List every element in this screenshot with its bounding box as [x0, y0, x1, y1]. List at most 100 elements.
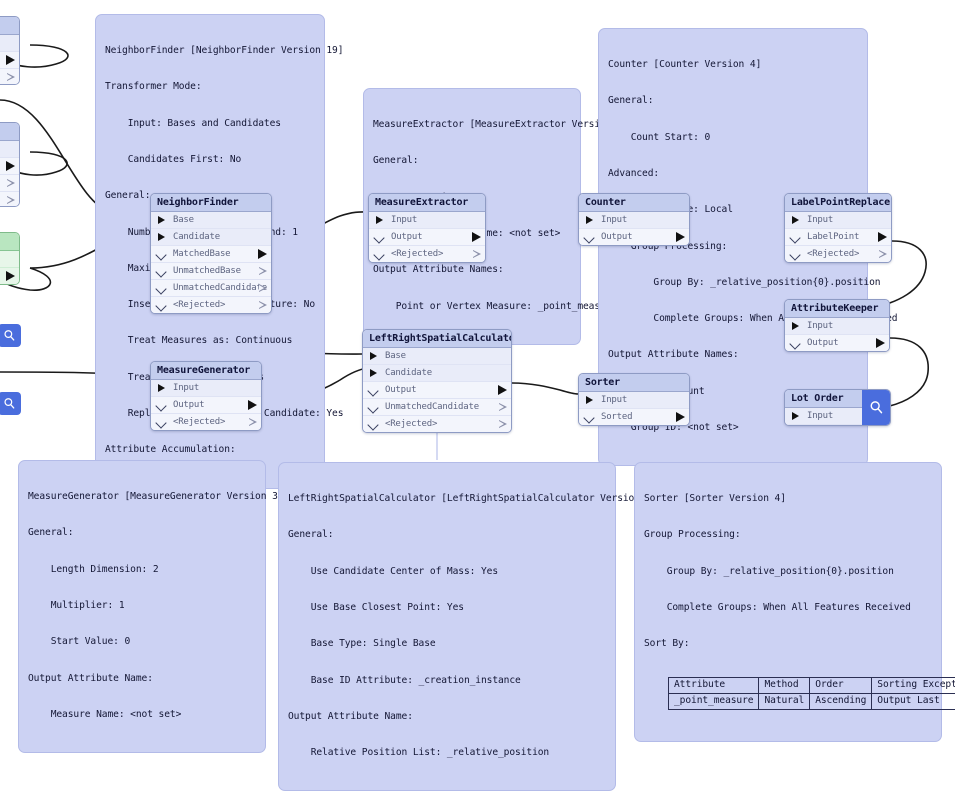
magnifier-icon: [869, 400, 884, 415]
port-matchedbase[interactable]: MatchedBase: [151, 246, 271, 263]
node-labelpointreplacer[interactable]: LabelPointReplacer Input LabelPoint <Rej…: [784, 193, 892, 263]
port-rejected[interactable]: <Rejected>: [363, 416, 511, 432]
edge-node-port[interactable]: [0, 52, 19, 69]
node-measureextractor[interactable]: MeasureExtractor Input Output <Rejected>: [368, 193, 486, 263]
edge-node-port[interactable]: [0, 175, 19, 192]
annotation-line: Relative Position List: _relative_positi…: [288, 747, 606, 759]
port-output[interactable]: Output: [369, 229, 485, 246]
edge-node-port[interactable]: [0, 35, 19, 52]
node-attributekeeper[interactable]: AttributeKeeper Input Output: [784, 299, 890, 352]
annotation-line: Count Start: 0: [608, 132, 858, 144]
output-triangle-hollow-icon: [7, 73, 15, 81]
annotation-leftrightspatialcalculator[interactable]: LeftRightSpatialCalculator [LeftRightSpa…: [278, 462, 616, 791]
port-label: Input: [807, 411, 833, 421]
edge-node-port[interactable]: [0, 141, 19, 158]
port-label: <Rejected>: [807, 249, 859, 259]
port-input[interactable]: Input: [579, 392, 689, 409]
table-cell: Natural: [759, 693, 810, 709]
edge-node-header: [0, 233, 19, 251]
output-triangle-hollow-icon: [7, 196, 15, 204]
annotation-line: Measure Name: <not set>: [28, 709, 256, 721]
chevron-down-icon: [367, 385, 378, 396]
edge-node-middle[interactable]: [0, 122, 20, 207]
annotation-line: Point or Vertex Measure: _point_measure: [373, 301, 571, 313]
port-input[interactable]: Input: [579, 212, 689, 229]
input-triangle-icon: [586, 216, 593, 224]
table-cell: _point_measure: [669, 693, 759, 709]
edge-node-port[interactable]: [0, 251, 19, 268]
port-candidate[interactable]: Candidate: [363, 365, 511, 382]
node-neighborfinder[interactable]: NeighborFinder Base Candidate MatchedBas…: [150, 193, 272, 314]
port-unmatchedbase[interactable]: UnmatchedBase: [151, 263, 271, 280]
port-output[interactable]: Output: [363, 382, 511, 399]
port-base[interactable]: Base: [363, 348, 511, 365]
lot-order-magnifier-button[interactable]: [862, 390, 890, 425]
node-leftrightspatialcalculator[interactable]: LeftRightSpatialCalculator Base Candidat…: [362, 329, 512, 433]
zoom-chip-upper[interactable]: [0, 324, 21, 347]
edge-node-port[interactable]: [0, 69, 19, 85]
port-input[interactable]: Input: [785, 318, 889, 335]
port-candidate[interactable]: Candidate: [151, 229, 271, 246]
port-label: UnmatchedCandidate: [385, 402, 479, 412]
port-rejected[interactable]: <Rejected>: [151, 414, 261, 430]
zoom-chip-lower[interactable]: [0, 392, 21, 415]
port-input[interactable]: Input: [369, 212, 485, 229]
input-triangle-icon: [158, 233, 165, 241]
workflow-canvas[interactable]: NeighborFinder [NeighborFinder Version 1…: [0, 0, 955, 591]
annotation-sorter[interactable]: Sorter [Sorter Version 4] Group Processi…: [634, 462, 942, 742]
port-output[interactable]: Output: [151, 397, 261, 414]
chevron-down-icon: [789, 232, 800, 243]
port-rejected[interactable]: <Rejected>: [369, 246, 485, 262]
annotation-line: MeasureExtractor [MeasureExtractor Versi…: [373, 119, 571, 131]
output-triangle-hollow-icon: [499, 403, 507, 411]
port-label: Input: [807, 321, 833, 331]
port-input[interactable]: Input: [785, 212, 891, 229]
port-base[interactable]: Base: [151, 212, 271, 229]
port-output[interactable]: Output: [785, 335, 889, 351]
node-title: Sorter: [579, 374, 689, 392]
edge-node-green[interactable]: [0, 232, 20, 285]
annotation-line: Output Attribute Names:: [373, 264, 571, 276]
port-sorted[interactable]: Sorted: [579, 409, 689, 425]
table-cell: Ascending: [810, 693, 872, 709]
output-triangle-hollow-icon: [499, 420, 507, 428]
port-unmatchedcandidate[interactable]: UnmatchedCandidate: [363, 399, 511, 416]
node-title: AttributeKeeper: [785, 300, 889, 318]
annotation-line: Group By: _relative_position{0}.position: [644, 566, 932, 578]
edge-node-top[interactable]: [0, 16, 20, 85]
table-header-cell: Attribute: [669, 677, 759, 693]
chevron-down-icon: [583, 412, 594, 423]
port-label: Input: [807, 215, 833, 225]
chevron-down-icon: [789, 249, 800, 260]
port-label: Output: [173, 400, 204, 410]
port-rejected[interactable]: <Rejected>: [785, 246, 891, 262]
edge-node-port[interactable]: [0, 192, 19, 207]
port-input[interactable]: Input: [151, 380, 261, 397]
edge-node-port[interactable]: [0, 158, 19, 175]
node-measuregenerator[interactable]: MeasureGenerator Input Output <Rejected>: [150, 361, 262, 431]
annotation-line: General:: [28, 527, 256, 539]
output-triangle-hollow-icon: [259, 301, 267, 309]
annotation-line: Sorter [Sorter Version 4]: [644, 493, 932, 505]
annotation-measuregenerator[interactable]: MeasureGenerator [MeasureGenerator Versi…: [18, 460, 266, 753]
port-unmatchedcandidate[interactable]: UnmatchedCandidate: [151, 280, 271, 297]
chevron-down-icon: [789, 338, 800, 349]
port-label: <Rejected>: [391, 249, 443, 259]
node-counter[interactable]: Counter Input Output: [578, 193, 690, 246]
edge-node-port[interactable]: [0, 268, 19, 284]
port-rejected[interactable]: <Rejected>: [151, 297, 271, 313]
port-label: Output: [385, 385, 416, 395]
port-output[interactable]: Output: [579, 229, 689, 245]
input-triangle-icon: [370, 369, 377, 377]
annotation-line: Attribute Accumulation:: [105, 444, 315, 456]
output-triangle-icon: [6, 55, 15, 65]
table-header-cell: Order: [810, 677, 872, 693]
port-label: Candidate: [173, 232, 220, 242]
port-label: <Rejected>: [173, 300, 225, 310]
sorter-sort-by-table: Attribute Method Order Sorting Exception…: [668, 677, 955, 710]
node-title: MeasureGenerator: [151, 362, 261, 380]
output-triangle-hollow-icon: [249, 418, 257, 426]
port-labelpoint[interactable]: LabelPoint: [785, 229, 891, 246]
node-sorter[interactable]: Sorter Input Sorted: [578, 373, 690, 426]
node-lot-order[interactable]: Lot Order Input: [784, 389, 891, 426]
